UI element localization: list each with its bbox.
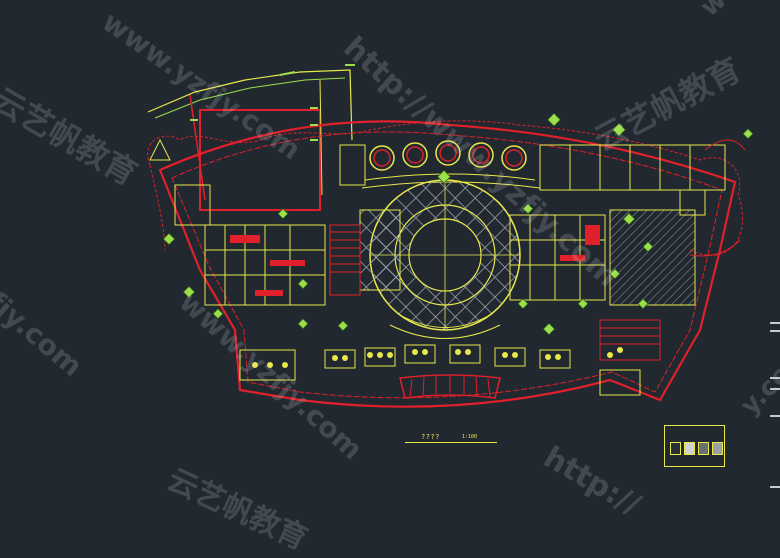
- revision-cloud: [147, 120, 744, 256]
- lower-seating: [239, 344, 641, 396]
- title-underline: [405, 442, 497, 443]
- lower-entrance-arc: [399, 374, 501, 399]
- right-wing-rooms: [509, 144, 726, 361]
- legend-box: [664, 425, 725, 467]
- drawing-scale: 1:100: [462, 434, 478, 440]
- edge-tick: [770, 415, 780, 417]
- legend-swatch: [712, 442, 723, 455]
- edge-tick: [770, 330, 780, 332]
- hatched-zone-right: [609, 209, 696, 306]
- drawing-title: ????: [421, 433, 440, 441]
- round-columns: [369, 140, 527, 171]
- floor-plan-drawing: [147, 64, 754, 408]
- edge-tick: [770, 377, 780, 379]
- room-tags: [162, 112, 754, 336]
- legend-swatch: [670, 442, 681, 455]
- left-wing-rooms: [174, 144, 366, 306]
- exterior-wall-outer: [158, 120, 737, 408]
- edge-tick: [770, 486, 780, 488]
- legend-swatch: [698, 442, 709, 455]
- cad-floor-plan-canvas: [147, 64, 754, 408]
- upper-left-block: [147, 69, 353, 211]
- fixtures: [252, 347, 623, 368]
- legend-swatch: [684, 442, 695, 455]
- hatched-zone-left: [359, 209, 401, 291]
- central-rotunda: [369, 179, 521, 339]
- edge-tick: [770, 388, 780, 390]
- edge-tick: [770, 322, 780, 324]
